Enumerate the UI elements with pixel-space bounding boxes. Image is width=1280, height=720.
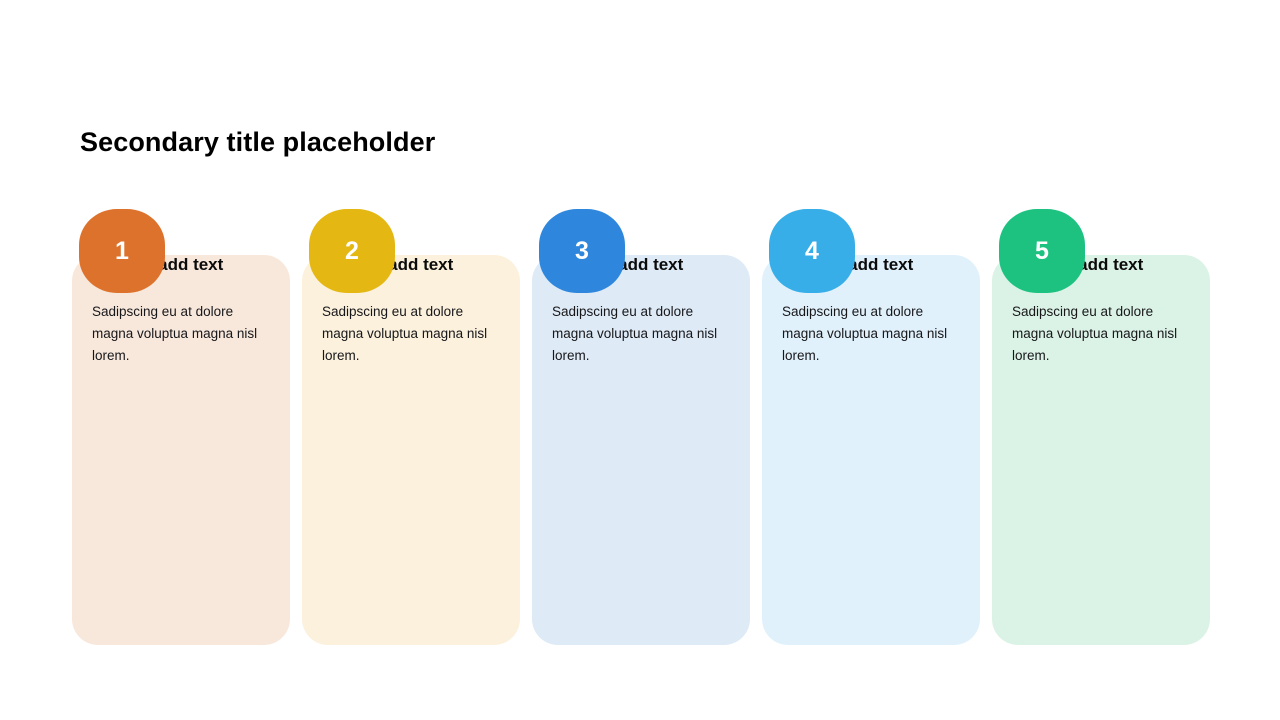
numbered-card-4[interactable]: 4 Click to add text Sadipscing eu at dol… <box>762 209 980 645</box>
card-panel[interactable] <box>532 255 750 645</box>
card-number-badge[interactable]: 5 <box>999 209 1085 293</box>
numbered-card-5[interactable]: 5 Click to add text Sadipscing eu at dol… <box>992 209 1210 645</box>
numbered-card-1[interactable]: 1 Click to add text Sadipscing eu at dol… <box>72 209 290 645</box>
card-panel[interactable] <box>302 255 520 645</box>
numbered-card-3[interactable]: 3 Click to add text Sadipscing eu at dol… <box>532 209 750 645</box>
card-number-label: 2 <box>345 236 359 265</box>
card-number-label: 4 <box>805 236 819 265</box>
card-number-label: 1 <box>115 236 129 265</box>
card-body-text[interactable]: Sadipscing eu at dolore magna voluptua m… <box>1012 304 1178 364</box>
card-panel[interactable] <box>72 255 290 645</box>
numbered-cards-row: 1 Click to add text Sadipscing eu at dol… <box>72 209 1210 645</box>
card-body-text[interactable]: Sadipscing eu at dolore magna voluptua m… <box>552 304 718 364</box>
card-panel[interactable] <box>992 255 1210 645</box>
page-title[interactable]: Secondary title placeholder <box>80 127 436 157</box>
card-number-label: 5 <box>1035 236 1049 265</box>
card-body-text[interactable]: Sadipscing eu at dolore magna voluptua m… <box>782 304 948 364</box>
card-number-badge[interactable]: 1 <box>79 209 165 293</box>
card-body-text[interactable]: Sadipscing eu at dolore magna voluptua m… <box>92 304 258 364</box>
card-number-badge[interactable]: 4 <box>769 209 855 293</box>
card-body-text[interactable]: Sadipscing eu at dolore magna voluptua m… <box>322 304 488 364</box>
card-panel[interactable] <box>762 255 980 645</box>
card-number-label: 3 <box>575 236 589 265</box>
card-number-badge[interactable]: 3 <box>539 209 625 293</box>
numbered-card-2[interactable]: 2 Click to add text Sadipscing eu at dol… <box>302 209 520 645</box>
card-number-badge[interactable]: 2 <box>309 209 395 293</box>
